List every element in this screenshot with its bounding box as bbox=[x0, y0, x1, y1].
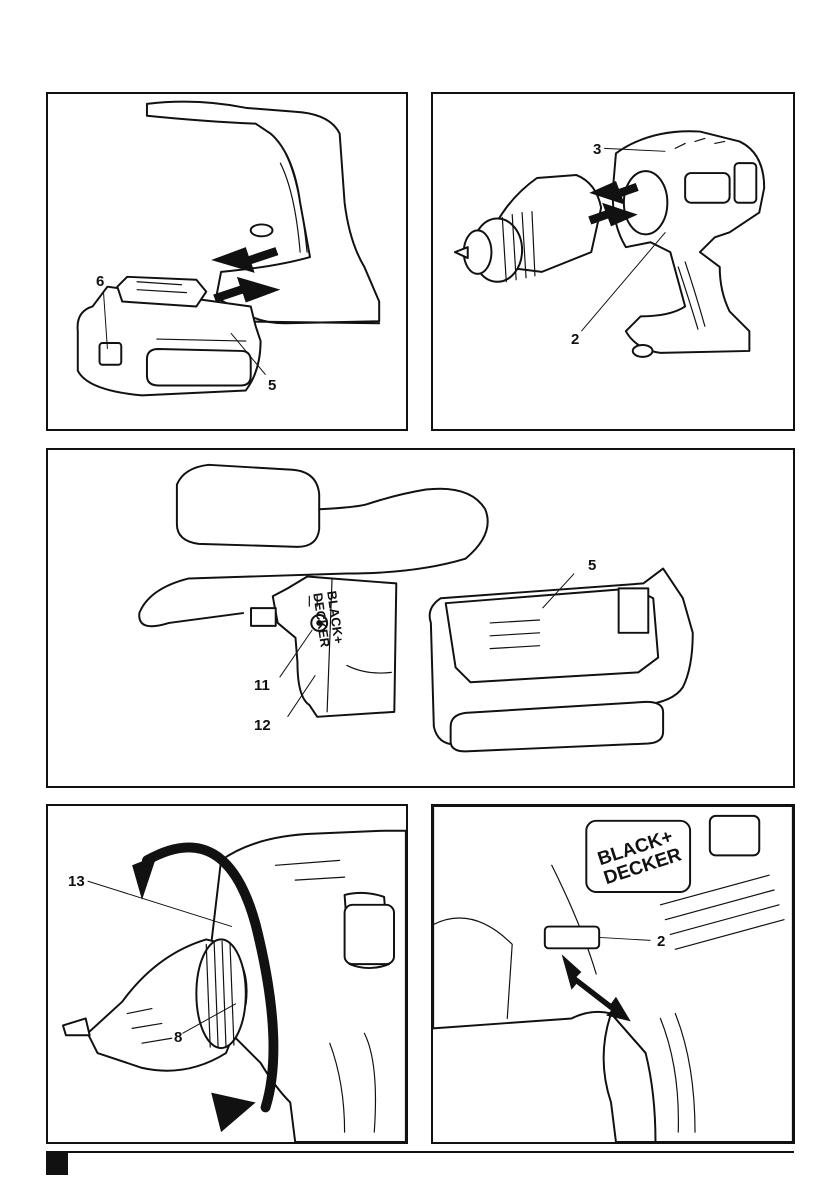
callout-button-11: 11 bbox=[254, 678, 270, 693]
figure-3-charger: BLACK+ DECKER 5 11 12 bbox=[46, 448, 795, 788]
callout-switch-2: 2 bbox=[657, 934, 665, 949]
callout-top-3: 3 bbox=[593, 142, 601, 157]
callout-switch-2: 2 bbox=[571, 332, 579, 347]
figure-1-battery-insert: 6 5 bbox=[46, 92, 408, 431]
figure-2-chuck-removal: 3 2 bbox=[431, 92, 795, 431]
callout-latch-6: 6 bbox=[96, 274, 104, 289]
chuck-removal-illustration bbox=[433, 94, 793, 429]
torque-collar-illustration bbox=[48, 806, 406, 1142]
footer-rule bbox=[46, 1151, 794, 1153]
callout-collar-13: 13 bbox=[68, 874, 85, 889]
callout-battery-5: 5 bbox=[268, 378, 276, 393]
callout-charger-12: 12 bbox=[254, 718, 271, 733]
battery-insert-illustration bbox=[48, 94, 406, 429]
callout-chuck-8: 8 bbox=[174, 1030, 182, 1045]
charger-illustration bbox=[48, 450, 793, 786]
page-tab-marker bbox=[46, 1153, 68, 1175]
figure-5-direction-switch: BLACK+ DECKER 2 bbox=[431, 804, 795, 1144]
callout-battery-5: 5 bbox=[588, 558, 596, 573]
figure-4-torque-collar: 13 8 bbox=[46, 804, 408, 1144]
